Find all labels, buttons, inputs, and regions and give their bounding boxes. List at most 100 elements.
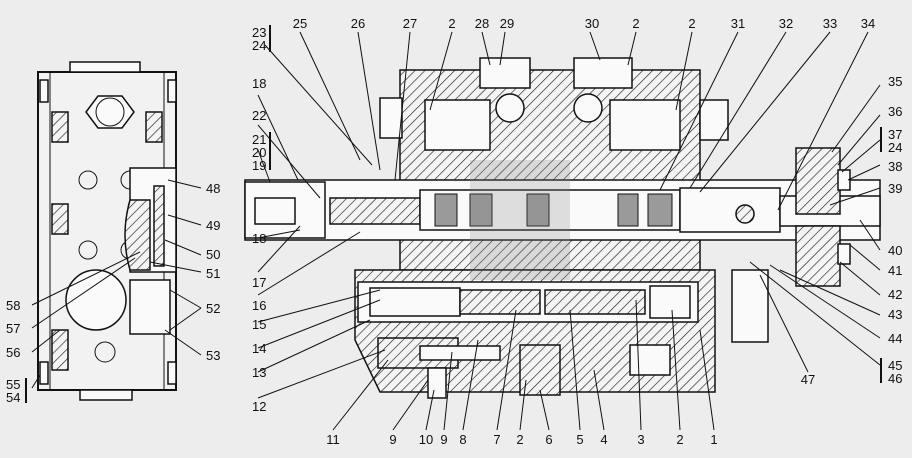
callout-49: 49 xyxy=(206,218,220,233)
callout-16: 16 xyxy=(252,298,266,313)
callout-labels: 25 26 27 2 28 29 30 2 2 31 32 33 34 23 2… xyxy=(6,16,902,447)
side-stud-bottom-left xyxy=(39,361,49,385)
callout-3: 3 xyxy=(637,432,644,447)
callout-44: 44 xyxy=(888,331,902,346)
callout-45: 45 xyxy=(888,358,902,373)
callout-47: 47 xyxy=(801,372,815,387)
callout-28: 28 xyxy=(475,16,489,31)
lower-plug-right xyxy=(649,285,691,319)
callout-30: 30 xyxy=(585,16,599,31)
bolt-10 xyxy=(427,367,447,399)
spool-land-4 xyxy=(617,193,639,227)
callout-54: 54 xyxy=(6,390,20,405)
detent-ball xyxy=(735,204,755,224)
callout-9-b: 9 xyxy=(440,432,447,447)
leader-lines xyxy=(25,25,882,431)
side-hatch-3 xyxy=(51,329,69,371)
callout-17: 17 xyxy=(252,275,266,290)
ball-left xyxy=(495,93,525,123)
side-bottom-plate xyxy=(129,279,171,335)
main-section-view xyxy=(244,57,881,399)
upper-chamber-left xyxy=(424,99,491,151)
callout-24-left: 24 xyxy=(252,38,266,53)
nut-41 xyxy=(837,243,851,265)
callout-26: 26 xyxy=(351,16,365,31)
spool-land-5 xyxy=(647,193,673,227)
side-plug xyxy=(153,185,165,267)
spool-land-1 xyxy=(434,193,458,227)
callout-25: 25 xyxy=(293,16,307,31)
side-large-port xyxy=(65,269,127,331)
callout-27: 27 xyxy=(403,16,417,31)
lower-piston xyxy=(459,289,541,315)
callout-11: 11 xyxy=(326,432,340,447)
cap-28-29 xyxy=(479,57,531,89)
callout-20: 20 xyxy=(252,145,266,160)
side-view xyxy=(37,61,177,401)
callout-22: 22 xyxy=(252,108,266,123)
right-housing xyxy=(679,187,781,233)
callout-21: 21 xyxy=(252,132,266,147)
callout-8: 8 xyxy=(459,432,466,447)
callout-55: 55 xyxy=(6,377,20,392)
callout-18-bottom: 18 xyxy=(252,231,266,246)
upper-chamber-right xyxy=(609,99,681,151)
callout-2-bottom-b: 2 xyxy=(676,432,683,447)
callout-2-top-c: 2 xyxy=(688,16,695,31)
side-bottom-boss xyxy=(79,389,133,401)
check-spring xyxy=(419,345,501,361)
lower-piston-right xyxy=(544,289,646,315)
callout-34: 34 xyxy=(861,16,875,31)
side-hatch-2 xyxy=(51,203,69,235)
side-stud-bottom-right xyxy=(167,361,177,385)
callout-42: 42 xyxy=(888,287,902,302)
callout-48: 48 xyxy=(206,181,220,196)
callout-14: 14 xyxy=(252,341,266,356)
callout-2-top-b: 2 xyxy=(632,16,639,31)
callout-1: 1 xyxy=(710,432,717,447)
spool-spring-left xyxy=(329,197,421,225)
callout-23: 23 xyxy=(252,25,266,40)
callout-4: 4 xyxy=(600,432,607,447)
port-plug-right xyxy=(629,344,671,376)
callout-37: 37 xyxy=(888,127,902,142)
port-plug-6 xyxy=(519,344,561,396)
fitting-47 xyxy=(731,269,769,343)
side-nut-circle xyxy=(95,97,125,127)
callout-5: 5 xyxy=(576,432,583,447)
callout-36: 36 xyxy=(888,104,902,119)
callout-24-right: 24 xyxy=(888,140,902,155)
side-hole-1 xyxy=(78,170,98,190)
callout-2-bottom-a: 2 xyxy=(516,432,523,447)
callout-43: 43 xyxy=(888,307,902,322)
callout-31: 31 xyxy=(731,16,745,31)
callout-15: 15 xyxy=(252,317,266,332)
callout-10: 10 xyxy=(419,432,433,447)
side-stud-top-right xyxy=(167,79,177,103)
left-cap-inner xyxy=(254,197,296,225)
side-spring-seat xyxy=(124,199,151,271)
side-hatch-1 xyxy=(51,111,69,143)
callout-33: 33 xyxy=(823,16,837,31)
callout-57: 57 xyxy=(6,321,20,336)
callout-50: 50 xyxy=(206,247,220,262)
callout-58: 58 xyxy=(6,298,20,313)
callout-35: 35 xyxy=(888,74,902,89)
callout-51: 51 xyxy=(206,266,220,281)
side-hole-3 xyxy=(78,240,98,260)
callout-46: 46 xyxy=(888,371,902,386)
spool-land-2 xyxy=(469,193,493,227)
callout-12: 12 xyxy=(252,399,266,414)
left-boss xyxy=(379,97,403,139)
lower-sleeve-left xyxy=(369,287,461,317)
callout-32: 32 xyxy=(779,16,793,31)
callout-13: 13 xyxy=(252,365,266,380)
spool-land-3 xyxy=(526,193,550,227)
callout-52: 52 xyxy=(206,301,220,316)
spring-cage-lower xyxy=(795,225,841,287)
callout-2-top-a: 2 xyxy=(448,16,455,31)
cap-30 xyxy=(573,57,633,89)
side-top-boss xyxy=(69,61,141,73)
